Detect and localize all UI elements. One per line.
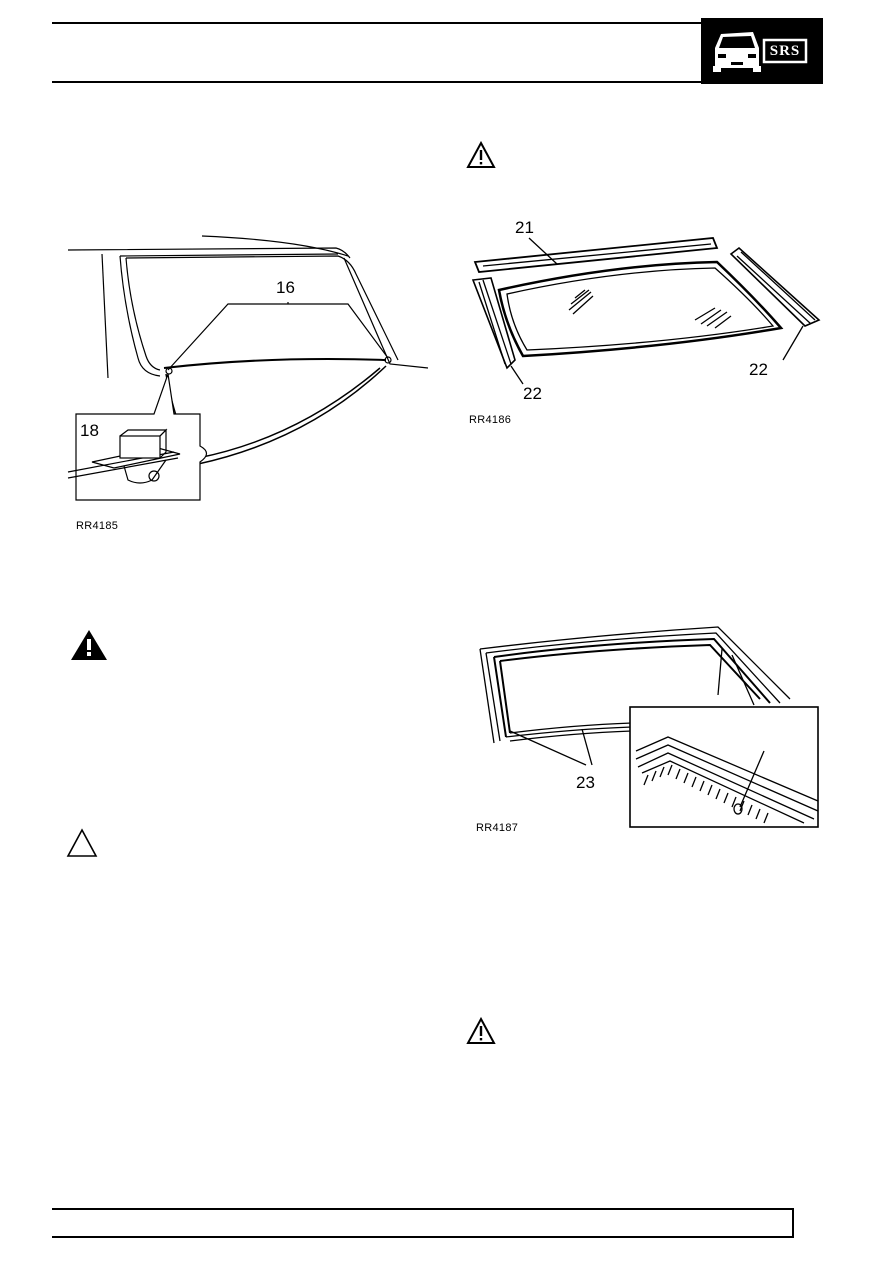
windscreen-finishers-illustration [471,237,821,385]
figure-rr4187: 23 [474,625,824,830]
note-icon [66,828,98,858]
figure-caption-rr4186: RR4186 [469,414,512,426]
callout-23: 23 [576,773,595,792]
caution-icon-2 [466,1016,496,1045]
note-triangle-icon [66,828,98,857]
callout-18: 18 [80,421,99,440]
figure-caption-rr4185: RR4185 [76,520,119,532]
windscreen-side-illustration [67,235,429,501]
callout-22-left: 22 [523,384,542,403]
callout-21: 21 [515,218,534,237]
srs-label: SRS [769,43,801,59]
caution-icon-1 [466,140,496,169]
figure-caption-rr4187: RR4187 [476,822,519,834]
warning-triangle-icon [71,630,107,660]
callout-22-right: 22 [749,360,768,379]
header-top-rule [52,22,702,24]
figure-rr4185: 16 18 [67,228,429,528]
warning-icon [70,629,108,661]
footer-box [52,1208,794,1238]
callout-16: 16 [276,278,295,297]
caution-triangle-icon [466,140,496,168]
header-bottom-rule [52,81,702,83]
srs-badge: SRS [701,18,823,84]
windscreen-sealant-illustration [479,626,819,828]
car-front-icon [713,32,808,72]
figure-rr4186: 21 22 22 [465,218,825,410]
caution-triangle-icon [466,1016,496,1044]
